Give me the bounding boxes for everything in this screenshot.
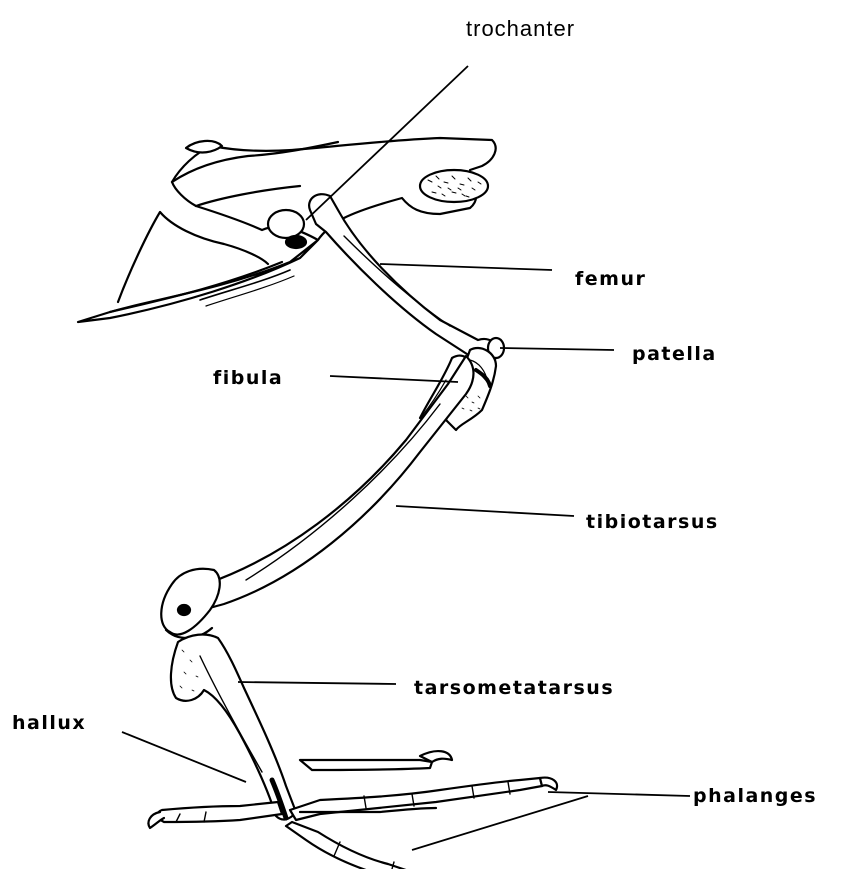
phalanges-leader-line-b xyxy=(412,796,588,850)
phalanges-bones xyxy=(286,751,557,869)
patella-leader-line xyxy=(500,348,614,350)
fibula-leader-line xyxy=(330,376,458,382)
hallux-bones xyxy=(148,802,282,828)
tarsometatarsus xyxy=(171,635,296,820)
label-patella: patella xyxy=(632,343,717,365)
label-tibiotarsus: tibiotarsus xyxy=(586,511,719,533)
tarsometatarsus-leader-line xyxy=(238,682,396,684)
tibiotarsus-leader-line xyxy=(396,506,574,516)
label-femur: femur xyxy=(575,268,646,290)
label-hallux: hallux xyxy=(12,712,86,734)
label-tarsometatarsus: tarsometatarsus xyxy=(414,677,614,699)
phalanges-leader-line-a xyxy=(548,792,690,796)
femur-leader-line xyxy=(380,264,552,270)
femur xyxy=(309,194,497,362)
ankle-joint xyxy=(161,569,220,638)
label-trochanter: trochanter xyxy=(466,16,575,42)
label-fibula: fibula xyxy=(213,367,283,389)
hallux-leader-line xyxy=(122,732,246,782)
label-phalanges: phalanges xyxy=(693,785,817,807)
pelvis xyxy=(78,138,496,322)
